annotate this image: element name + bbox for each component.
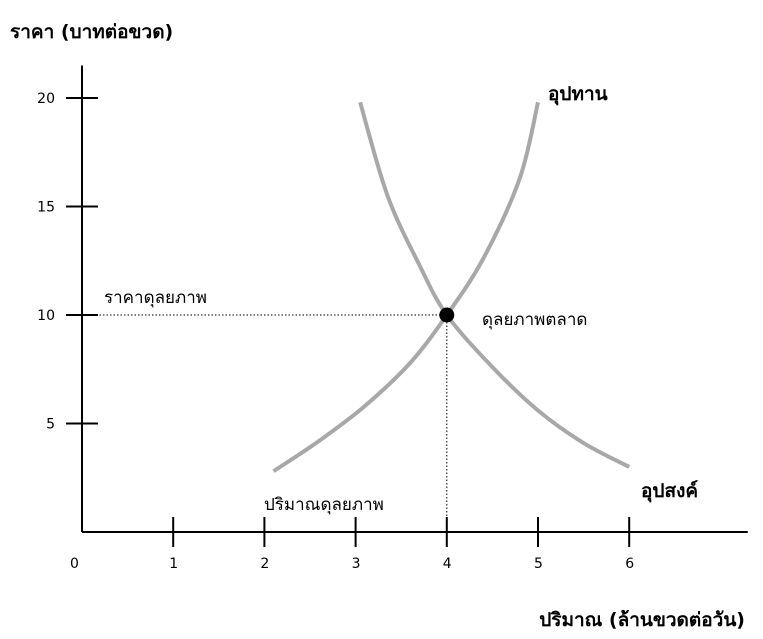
- y-axis-title: ราคา (บาทต่อขวด): [10, 21, 173, 43]
- x-tick-label: 3: [352, 556, 361, 572]
- equilibrium-point: [439, 307, 455, 323]
- y-tick-label: 15: [37, 200, 55, 216]
- y-tick-label: 20: [37, 91, 55, 107]
- demand-curve: [358, 101, 631, 469]
- supply-curve-label: อุปทาน: [548, 83, 608, 106]
- x-tick-label: 2: [260, 556, 269, 572]
- y-tick-label: 5: [46, 417, 55, 433]
- x-tick-label: 0: [70, 556, 79, 572]
- demand-curve-label: อุปสงค์: [641, 480, 698, 503]
- x-tick-label: 6: [625, 556, 634, 572]
- x-tick-label: 4: [443, 556, 452, 572]
- equilibrium-price-label: ราคาดุลยภาพ: [104, 288, 207, 308]
- supply-curve: [272, 101, 540, 473]
- x-tick-label: 1: [169, 556, 178, 572]
- equilibrium-point-label: ดุลยภาพตลาด: [482, 310, 587, 330]
- x-tick-label: 5: [534, 556, 543, 572]
- x-axis-title: ปริมาณ (ล้านขวดต่อวัน): [539, 609, 745, 631]
- y-tick-label: 10: [37, 308, 55, 324]
- equilibrium-quantity-label: ปริมาณดุลยภาพ: [264, 495, 384, 515]
